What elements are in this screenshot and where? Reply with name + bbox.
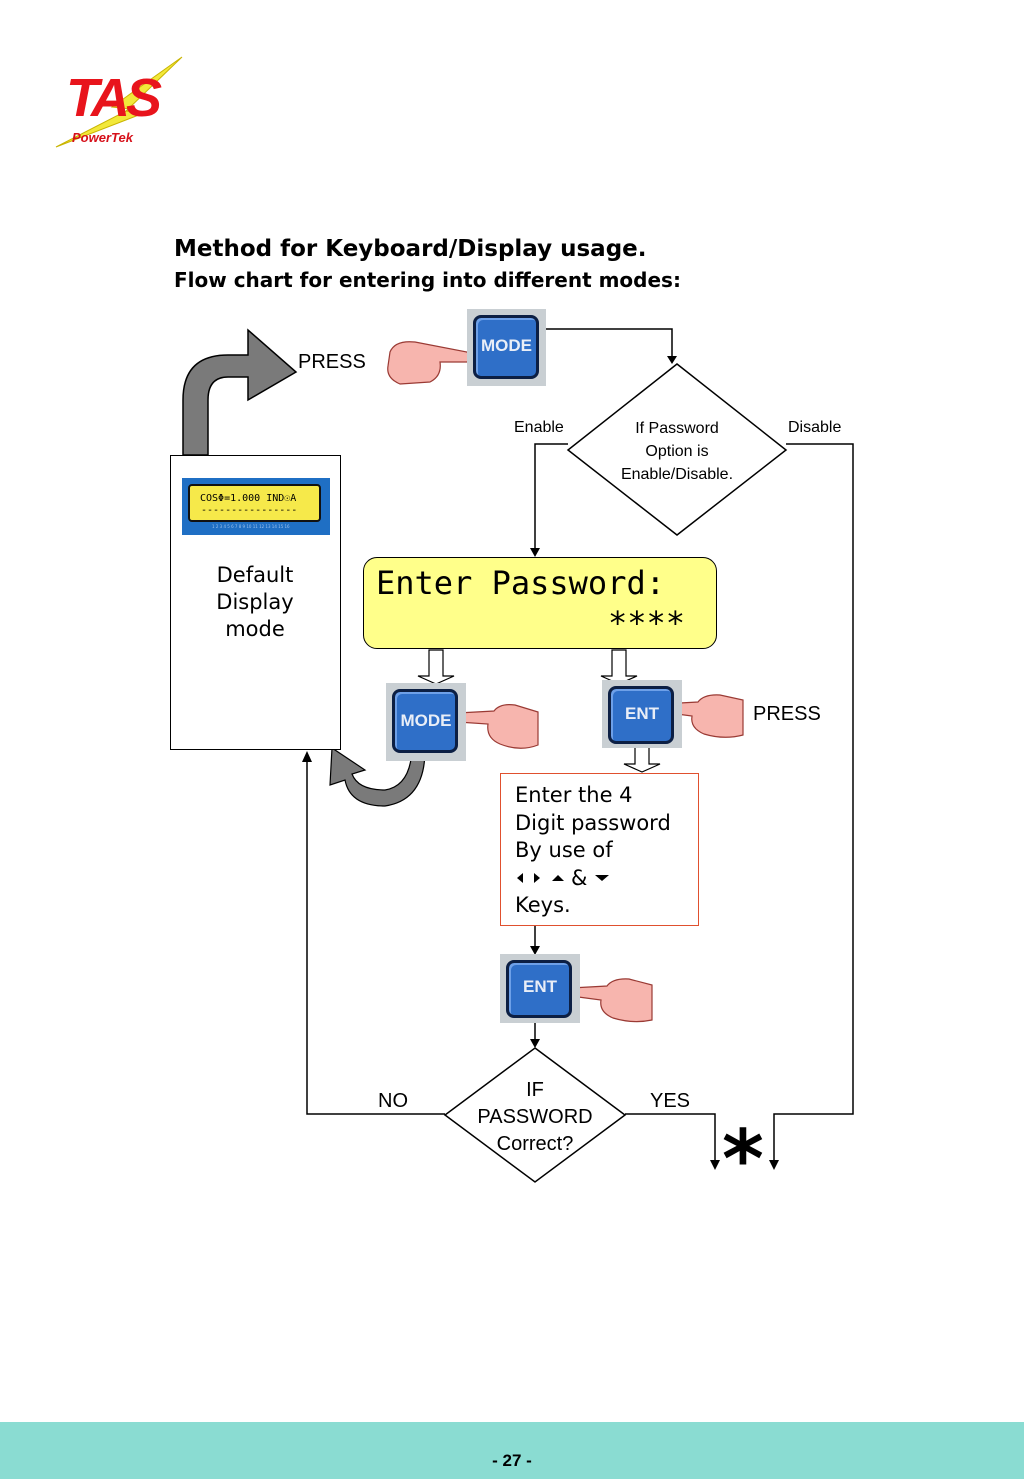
disable-label: Disable bbox=[788, 419, 842, 436]
line-enable-branch bbox=[534, 443, 568, 550]
ent-key-bottom[interactable]: ENT bbox=[500, 954, 580, 1023]
default-display-label: Default Display mode bbox=[216, 563, 294, 641]
hollow-arrow-right bbox=[600, 649, 638, 685]
enter-password-lcd: Enter Password: **** bbox=[363, 557, 717, 649]
line-mode-to-decision bbox=[546, 328, 673, 362]
mode-key-bottom[interactable]: MODE bbox=[386, 683, 466, 761]
down-arrow-key-icon bbox=[595, 875, 610, 882]
lcd-pin-numbers: 1 2 3 4 5 6 7 8 9 10 11 12 13 14 15 16 bbox=[212, 524, 290, 529]
lcd-line-1: COSΦ=1.000 IND☉A bbox=[200, 493, 297, 504]
decision-diamond-password-correct bbox=[443, 1047, 627, 1183]
no-label: NO bbox=[378, 1090, 408, 1112]
password-lcd-line-2: **** bbox=[608, 604, 686, 642]
page-footer: - 27 - bbox=[0, 1422, 1024, 1479]
ent-key-label: ENT bbox=[625, 704, 659, 723]
right-arrow-key-icon bbox=[534, 873, 540, 884]
mode-key-label: MODE bbox=[400, 711, 452, 730]
pointing-hand-icon bbox=[568, 978, 653, 1023]
line-yes-branch bbox=[625, 1113, 716, 1162]
grey-arrow-to-press bbox=[182, 328, 298, 456]
hollow-arrow-left bbox=[417, 649, 455, 685]
enter-password-instructions: Enter the 4 Digit password By use of & K… bbox=[500, 773, 699, 926]
page-number: - 27 - bbox=[492, 1451, 532, 1470]
line-no-branch bbox=[306, 760, 445, 1115]
press-label-right: PRESS bbox=[753, 703, 821, 725]
line-disable-branch bbox=[773, 443, 854, 1162]
grey-arrow-back-to-default bbox=[329, 746, 426, 807]
decision-password-correct-text: IF PASSWORD Correct? bbox=[477, 1079, 593, 1155]
pointing-hand-icon bbox=[387, 341, 470, 385]
up-arrow-key-icon bbox=[552, 875, 564, 882]
pointing-hand-icon bbox=[455, 704, 539, 749]
lcd-line-2: ---------------- bbox=[201, 505, 298, 516]
decision-diamond-password-option bbox=[566, 363, 788, 536]
left-arrow-key-icon bbox=[517, 873, 523, 884]
company-logo: TAS PowerTek bbox=[52, 55, 192, 155]
mode-key-label: MODE bbox=[481, 336, 532, 355]
yes-label: YES bbox=[650, 1090, 691, 1112]
logo-brand-text: TAS bbox=[66, 68, 162, 128]
mode-key-top[interactable]: MODE bbox=[467, 309, 546, 386]
password-lcd-line-1: Enter Password: bbox=[376, 564, 665, 602]
lightning-bolt-icon bbox=[55, 56, 183, 148]
enable-label: Enable bbox=[514, 419, 564, 436]
page-subtitle: Flow chart for entering into different m… bbox=[174, 268, 681, 292]
logo-subtitle: PowerTek bbox=[72, 130, 133, 145]
default-display-lcd: COSΦ=1.000 IND☉A ---------------- 1 2 3 … bbox=[182, 478, 330, 535]
ent-key-label: ENT bbox=[523, 977, 557, 996]
decision-password-option-text: If Password Option is Enable/Disable. bbox=[620, 420, 734, 483]
continuation-asterisk: * bbox=[722, 1113, 764, 1206]
page-title: Method for Keyboard/Display usage. bbox=[174, 236, 647, 262]
press-label-top: PRESS bbox=[298, 351, 366, 373]
ent-key-right[interactable]: ENT bbox=[602, 680, 682, 748]
